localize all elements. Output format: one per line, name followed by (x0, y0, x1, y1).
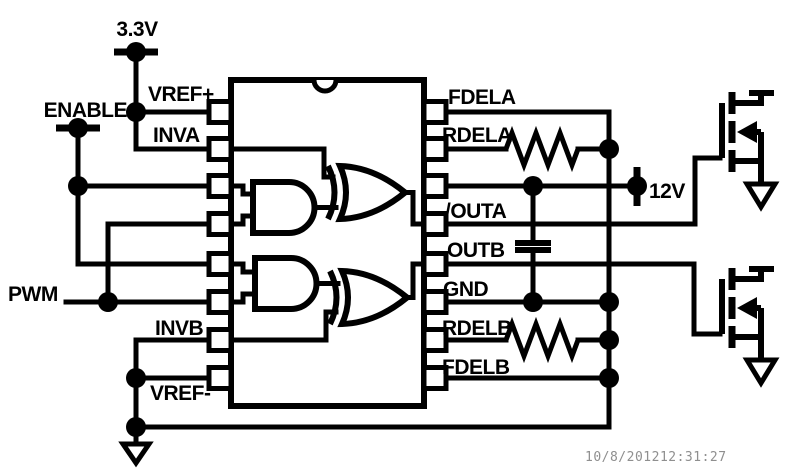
label-inva: INVA (153, 124, 200, 147)
wire-invb-to-xor-b (228, 309, 339, 343)
enable-tap (56, 118, 100, 138)
pin-box-vdd (421, 173, 449, 199)
junction-dot (126, 368, 146, 388)
external-wires (63, 49, 723, 430)
pin-box-outa (421, 211, 449, 237)
wire-enable-to-pin5 (75, 125, 212, 267)
wire-outa-to-gate-a (443, 155, 723, 227)
junction-dot (599, 292, 619, 312)
label-invb: INVB (155, 317, 204, 340)
junction-dot (126, 102, 146, 122)
label-outa: /OUTA (445, 200, 507, 223)
wire-pin5-to-and-b (228, 261, 257, 275)
ground-icon (118, 441, 154, 468)
rdela-resistor-icon (503, 125, 581, 173)
label-outb: OUTB (447, 239, 505, 262)
body-diode-arrow-icon (737, 297, 757, 319)
junction-dot (523, 292, 543, 312)
ground-symbol-mosfet-b (742, 357, 780, 388)
wire-pin6-to-and-b (228, 291, 257, 305)
junction-dot (599, 368, 619, 388)
label-rdelb: RDELB (442, 317, 512, 340)
label-fdelb: FDELB (442, 356, 510, 379)
junction-dot (126, 42, 146, 62)
supply-tap-3v3 (114, 42, 158, 62)
label-vref-plus: VREF+ (148, 83, 214, 106)
wire-pwm-to-pin4 (105, 221, 212, 305)
ic-body (228, 77, 427, 409)
label-rdela: RDELA (442, 124, 512, 147)
label-gnd: GND (443, 278, 489, 301)
pin1-notch-icon (311, 79, 339, 94)
xor-gate-a (325, 162, 410, 223)
junction-dot (599, 139, 619, 159)
wire-invb-down (133, 337, 212, 430)
pin-box-ena (206, 173, 234, 199)
pin-box-pwmb (206, 289, 234, 315)
decoupling-capacitor-icon (515, 186, 551, 302)
internal-wires (228, 146, 427, 343)
pin-box-fdela (421, 99, 449, 125)
wire-fdela-rail-bottom (133, 109, 612, 430)
pin-box-enb (206, 251, 234, 277)
labels: 3.3V ENABLE PWM VREF+ INVA INVB VREF- FD… (8, 18, 727, 465)
label-3v3: 3.3V (116, 18, 158, 41)
ground-symbol-main (118, 427, 154, 468)
body-diode-arrow-icon (737, 121, 757, 143)
junction-dot (98, 292, 118, 312)
pin-box-outb (421, 251, 449, 277)
and-gate-b (252, 255, 320, 312)
pin-box-inva (206, 136, 234, 162)
xor-a-input-arc-icon (325, 164, 338, 221)
timestamp: 10/8/201212:31:27 (585, 450, 727, 465)
drain-lead (732, 93, 764, 106)
junction-dot (599, 330, 619, 350)
label-pwm: PWM (8, 283, 58, 306)
wire-outb-to-gate-b (443, 261, 723, 337)
junction-dot (68, 176, 88, 196)
wire-3v3-to-inva (133, 49, 212, 152)
drain-lead (732, 269, 764, 282)
wire-pin4-to-and-a (228, 213, 255, 227)
wire-inva-to-xor-a (228, 146, 336, 180)
xor-gate-b (327, 267, 412, 328)
rdelb-resistor-icon (503, 316, 581, 364)
ground-icon (742, 181, 780, 212)
and-gate-a (250, 179, 318, 236)
label-fdela: FDELA (448, 86, 516, 109)
junction-dot (523, 176, 543, 196)
pin-box-invb (206, 327, 234, 353)
label-enable: ENABLE (44, 99, 128, 122)
pin-box-pwma (206, 211, 234, 237)
mosfet-a (719, 90, 774, 184)
ground-icon (742, 357, 780, 388)
junction-dot (68, 118, 88, 138)
xor-b-input-arc-icon (327, 269, 340, 326)
junction-dot (627, 176, 647, 196)
supply-tap-12v (627, 167, 647, 206)
pin-box-vref-minus (206, 365, 234, 391)
wire-pin3-to-and-a (228, 183, 255, 197)
mosfet-b (719, 266, 774, 360)
label-vref-minus: VREF- (150, 382, 211, 405)
ground-symbol-mosfet-a (742, 181, 780, 212)
label-12v: 12V (649, 180, 685, 203)
